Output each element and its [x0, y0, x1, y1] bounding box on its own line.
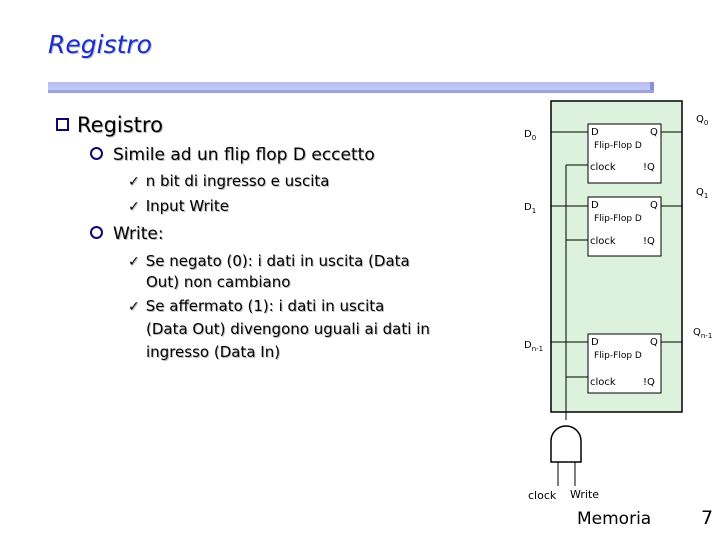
output-label-qn: Qn-1 — [693, 327, 712, 340]
ffn-q-pin: Q — [650, 337, 658, 348]
ff1-d-pin: D — [591, 200, 599, 211]
flip-flop-1 — [587, 196, 662, 257]
flip-flop-n-1 — [587, 333, 662, 394]
input-label-d0: D0 — [524, 129, 536, 142]
ffn-nq-pin: !Q — [643, 377, 655, 388]
ff0-clock-pin: clock — [590, 162, 616, 173]
page-number: 7 — [701, 507, 714, 529]
circle-bullet-icon — [90, 226, 103, 239]
bullet-level3-d: ✓Se affermato (1): i dati in uscita — [128, 297, 385, 315]
ff0-q-pin: Q — [650, 127, 658, 138]
bullet-level2-b: Write: — [90, 224, 164, 244]
ff1-clock-pin: clock — [590, 236, 616, 247]
input-label-d1: D1 — [524, 202, 536, 215]
check-bullet-icon: ✓ — [128, 199, 140, 215]
gate-write-label: Write — [570, 488, 599, 501]
gate-clock-label: clock — [528, 489, 557, 502]
square-bullet-icon — [56, 118, 69, 131]
check-bullet-icon: ✓ — [128, 254, 140, 270]
output-label-q1: Q1 — [696, 187, 708, 200]
bullet-level3-c-cont: Out) non cambiano — [146, 273, 291, 291]
ff0-name: Flip-Flop D — [594, 141, 642, 151]
ff1-q-pin: Q — [650, 200, 658, 211]
slide-title: Registro — [48, 30, 152, 59]
check-bullet-icon: ✓ — [128, 174, 140, 190]
bullet-level2-a: Simile ad un flip flop D eccetto — [90, 145, 375, 165]
output-label-q0: Q0 — [696, 114, 708, 127]
ffn-name: Flip-Flop D — [594, 351, 642, 361]
bullet-level3-a: ✓n bit di ingresso e uscita — [128, 172, 330, 190]
circle-bullet-icon — [90, 147, 103, 160]
title-underline — [48, 82, 654, 92]
and-gate-icon — [550, 425, 582, 463]
bullet-level1: Registro — [56, 113, 163, 137]
check-bullet-icon: ✓ — [128, 299, 140, 315]
bullet-level3-d-cont1: (Data Out) divengono uguali ai dati in — [146, 320, 430, 338]
input-label-dn: Dn-1 — [524, 340, 543, 353]
ff0-nq-pin: !Q — [643, 162, 655, 173]
ff1-name: Flip-Flop D — [594, 214, 642, 224]
bullet-level3-c: ✓Se negato (0): i dati in uscita (Data — [128, 252, 410, 270]
bullet-level3-b: ✓Input Write — [128, 197, 229, 215]
flip-flop-0 — [587, 123, 662, 184]
ffn-clock-pin: clock — [590, 377, 616, 388]
ff1-nq-pin: !Q — [643, 236, 655, 247]
bullet-level3-d-cont2: ingresso (Data In) — [146, 343, 281, 361]
title-underline-shadow — [48, 90, 654, 93]
footer-section-name: Memoria — [577, 509, 652, 529]
ffn-d-pin: D — [591, 337, 599, 348]
ff0-d-pin: D — [591, 127, 599, 138]
